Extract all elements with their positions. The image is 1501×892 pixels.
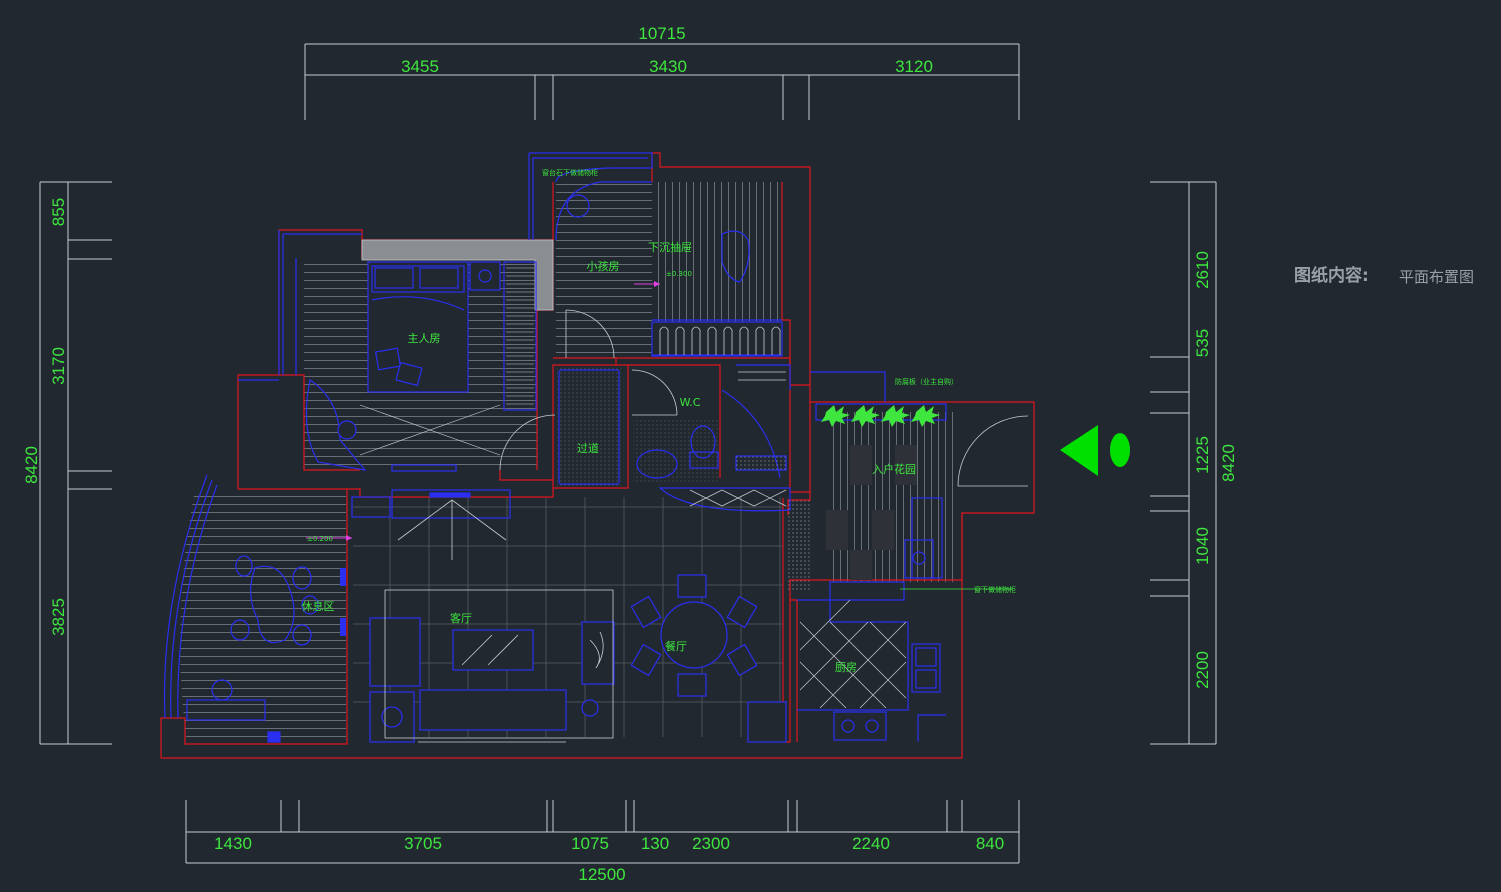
entrance-arrow-icon [1060, 425, 1098, 476]
living-room-lines [384, 499, 614, 743]
label-living-room: 客厅 [450, 611, 472, 625]
master-bedroom-furniture [305, 261, 556, 472]
dim-left-seg-2: 3170 [49, 347, 68, 385]
label-corridor: 过道 [577, 441, 599, 455]
dim-bottom-seg-6: 2240 [852, 834, 890, 853]
dim-bottom-seg-3: 1075 [571, 834, 609, 853]
beam [361, 239, 554, 311]
label-entry-garden: 入户花园 [872, 462, 916, 476]
label-sunken-floor: 下沉抽屉 [648, 240, 692, 254]
label-rest-area: 休息区 [302, 599, 335, 613]
dim-top-seg-1: 3455 [401, 57, 439, 76]
dim-bottom-seg-2: 3705 [404, 834, 442, 853]
dim-right-seg-5: 2200 [1193, 651, 1212, 689]
entrance-dot-icon [1110, 433, 1130, 467]
dim-right-seg-4: 1040 [1193, 527, 1212, 565]
wardrobe-lines [359, 267, 534, 456]
windows-and-fixtures [163, 152, 886, 719]
dim-top-seg-2: 3430 [649, 57, 687, 76]
entry-garden-details [815, 403, 1029, 580]
sunken-rail [659, 326, 781, 355]
dim-bottom-seg-7: 840 [976, 834, 1004, 853]
label-wc: W.C [680, 396, 701, 409]
dim-left-seg-1: 855 [49, 198, 68, 226]
kitchen-tile-diagonal [799, 599, 907, 709]
note-level-1: ±0.300 [666, 270, 692, 278]
dim-top-total: 10715 [638, 24, 685, 43]
dim-left-total: 8420 [22, 446, 41, 484]
title-block-label: 图纸内容: [1294, 266, 1369, 286]
dim-right-seg-1: 2610 [1193, 251, 1212, 289]
living-dining-furniture [369, 489, 787, 743]
note-guard-rail: 防腐板（业主自购） [895, 377, 958, 386]
label-kitchen: 厨房 [835, 661, 857, 674]
child-room-furniture [555, 167, 783, 359]
dim-bottom-seg-4: 130 [641, 834, 669, 853]
dim-left-seg-3: 3825 [49, 598, 68, 636]
rest-area-furniture [186, 496, 391, 743]
rest-area-marker [340, 568, 346, 586]
dim-bottom-seg-1: 1430 [214, 834, 252, 853]
label-child-room: 小孩房 [587, 260, 620, 273]
dimension-lines [39, 43, 1217, 864]
kitchen-fixtures [797, 581, 946, 742]
note-level-2: ±0.200 [307, 535, 333, 543]
dim-right-seg-3: 1225 [1193, 436, 1212, 474]
dim-right-total: 8420 [1219, 444, 1238, 482]
dim-top-seg-3: 3120 [895, 57, 933, 76]
note-top-storage: 窗台石下做储物柜 [542, 168, 598, 177]
floor-hatching [180, 182, 957, 743]
note-kitchen-storage: 窗下做储物柜 [974, 585, 1016, 594]
rest-area-marker [340, 618, 346, 636]
dim-right-seg-2: 535 [1193, 329, 1212, 357]
level-markers [306, 281, 1012, 590]
label-master-bedroom: 主人房 [408, 332, 441, 345]
label-dining-room: 餐厅 [665, 639, 687, 653]
dim-bottom-seg-5: 2300 [692, 834, 730, 853]
wc-fixtures [558, 364, 791, 512]
title-block-value: 平面布置图 [1399, 268, 1475, 286]
cabinet-crosses [689, 371, 787, 507]
dim-bottom-total: 12500 [578, 865, 625, 884]
